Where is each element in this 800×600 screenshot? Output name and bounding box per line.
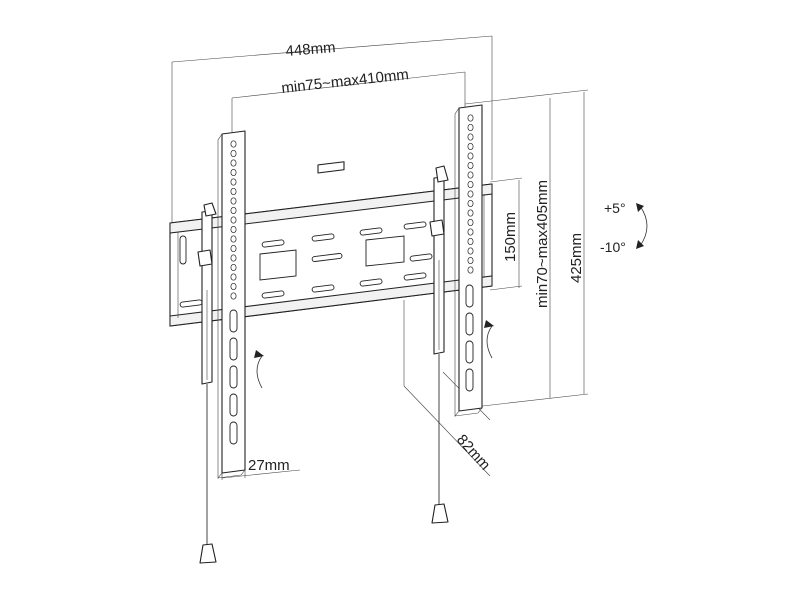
arm-hole xyxy=(467,190,474,198)
arm-width-label: 27mm xyxy=(248,457,290,474)
arm-hole xyxy=(467,256,474,265)
right-tilt-arrowhead xyxy=(484,320,494,328)
left-arm-lower-slots xyxy=(229,309,238,445)
width-448-line xyxy=(171,35,493,63)
plate-height-label: 150mm xyxy=(502,212,519,262)
arm-hole xyxy=(467,152,474,160)
wall-plate-handle xyxy=(317,161,345,174)
wall-plate xyxy=(169,161,493,327)
tilt-up-arrowhead-icon xyxy=(636,203,644,212)
arm-hole xyxy=(230,292,237,300)
arm-hole xyxy=(230,244,237,253)
right-arm-bottom-edge xyxy=(454,407,483,417)
right-arm-flange xyxy=(454,107,460,417)
wall-plate-top-flange xyxy=(169,183,493,234)
arm-hole xyxy=(230,178,237,186)
height-425-top-ext xyxy=(464,89,589,105)
arm-hole xyxy=(230,225,237,234)
arm-hole xyxy=(467,180,474,189)
left-arm-hole-column xyxy=(230,140,237,300)
arm-hole xyxy=(467,199,474,208)
overall-width-label: 448mm xyxy=(285,39,336,60)
height-150-top-ext xyxy=(489,177,523,183)
right-lock-top-hook xyxy=(435,165,449,183)
wall-plate-bottom-flange xyxy=(169,275,493,327)
width-vesa-line xyxy=(231,71,466,99)
right-arm-lower-slots xyxy=(465,284,474,392)
right-arm-hole-column xyxy=(467,114,474,274)
height-150-bottom-ext xyxy=(489,285,523,291)
left-lock-top-hook xyxy=(203,202,217,217)
wall-plate-window-left xyxy=(259,249,297,281)
vesa-height-label: min70~max405mm xyxy=(534,180,551,308)
arm-hole xyxy=(467,228,474,236)
arm-hole xyxy=(230,263,237,272)
left-arm-flange xyxy=(217,133,223,479)
depth-line xyxy=(403,385,491,477)
arm-hole xyxy=(467,266,474,274)
arm-hole xyxy=(467,237,474,246)
arm-hole xyxy=(230,140,237,148)
arm-hole xyxy=(230,168,237,177)
arm-hole xyxy=(467,123,474,132)
right-pull-tab xyxy=(431,503,449,524)
left-tilt-arrow xyxy=(256,355,263,389)
arm-hole xyxy=(467,247,474,255)
tilt-down-arrowhead-icon xyxy=(636,240,644,249)
right-lock-clip xyxy=(429,219,445,237)
depth-label: 82mm xyxy=(453,431,494,473)
arm-hole xyxy=(230,149,237,158)
wall-plate-left-slot xyxy=(179,235,187,265)
arm-hole xyxy=(230,235,237,243)
arm-hole xyxy=(230,187,237,196)
arm-hole xyxy=(230,273,237,281)
tilt-indicator: +5° -10° xyxy=(600,200,648,255)
left-pull-tab xyxy=(199,543,217,564)
tilt-up-label: +5° xyxy=(604,200,626,216)
wall-plate-top-slots xyxy=(261,221,427,248)
wall-plate-bottom-slots xyxy=(179,272,427,308)
left-arm xyxy=(197,130,264,564)
wall-plate-mid-slots xyxy=(311,253,433,262)
arm-hole xyxy=(230,206,237,215)
left-lock-clip xyxy=(197,249,213,267)
arm-hole xyxy=(230,197,237,205)
arm-hole xyxy=(467,171,474,179)
arm-hole xyxy=(230,254,237,262)
right-tilt-arrow xyxy=(486,325,493,359)
left-tilt-arrowhead xyxy=(254,350,264,358)
arm-hole xyxy=(467,142,474,151)
arm-hole xyxy=(230,159,237,167)
height-425-bottom-ext xyxy=(464,393,589,409)
vesa-width-label: min75~max410mm xyxy=(281,66,410,97)
arm-hole xyxy=(230,216,237,224)
arm-width-line xyxy=(221,469,301,479)
arm-hole xyxy=(230,282,237,291)
tilt-range-arc xyxy=(639,205,648,247)
arm-hole xyxy=(467,114,474,122)
wall-plate-window-right xyxy=(365,235,405,267)
arm-hole xyxy=(467,161,474,170)
right-arm xyxy=(429,104,494,524)
left-arm-bottom-edge xyxy=(217,469,246,479)
overall-height-label: 425mm xyxy=(568,233,585,283)
tilt-down-label: -10° xyxy=(600,239,626,255)
arm-hole xyxy=(467,209,474,217)
arm-hole xyxy=(467,218,474,227)
arm-hole xyxy=(467,133,474,141)
